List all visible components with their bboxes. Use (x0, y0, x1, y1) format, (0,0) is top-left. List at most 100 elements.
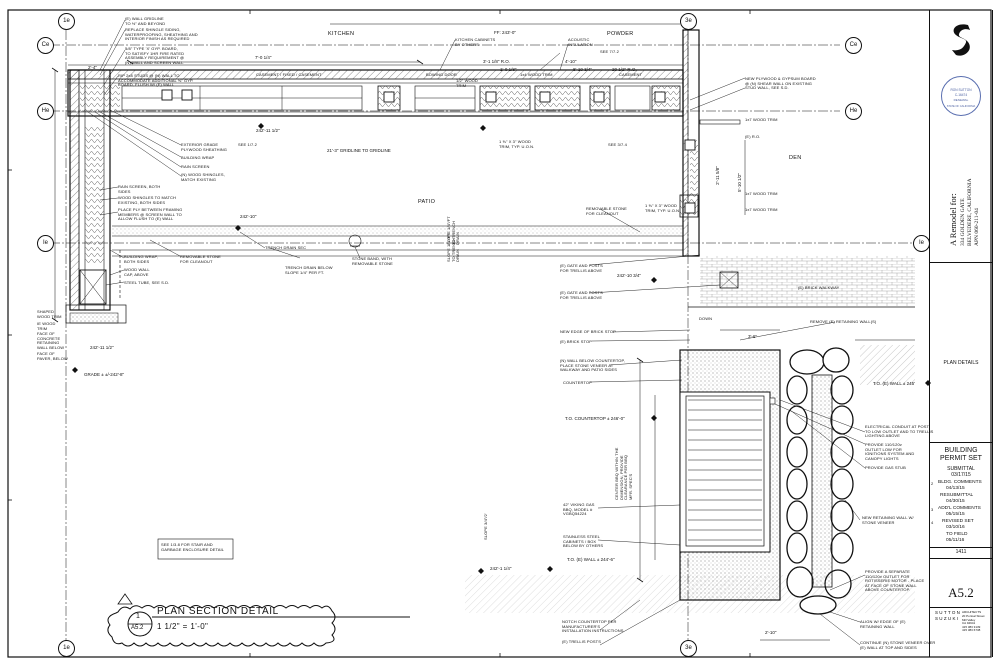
revision-date: 03/10/16 (946, 525, 965, 530)
firm-name-3: ARCHITECTS (962, 610, 982, 614)
note-wood-trim-3: 1 ⅝" X 3" WOOD TRIM, TYP. U.O.N. (499, 139, 535, 149)
revision-date: 05/15/15 (946, 512, 965, 517)
grid-bubble-3e-top: 3e (680, 13, 697, 30)
revision-4: 4 REVISED SET 03/10/16 (930, 519, 992, 532)
address-line-1: 334 GOLDEN GATE (960, 198, 966, 246)
room-label-patio: PATIO (418, 199, 436, 205)
revision-num: 2 (931, 481, 934, 486)
job-number: 1411 (955, 549, 967, 555)
stamp-renewal: RENEWAL (953, 98, 969, 102)
note-shingle-match: WOOD SHINGLES TO MATCH EXISTING, BOTH SI… (118, 195, 176, 205)
note-1-2-trim: 1/2" WOOD TRIM (456, 78, 478, 88)
note-electrical: ELECTRICAL CONDUIT AT POST TO LOW OUTLET… (865, 424, 934, 439)
dim-242-11: 242'-11 1/2" (256, 128, 280, 133)
revision-2: RESUBMITTAL 04/30/15 (930, 493, 992, 506)
revision-date: 05/11/16 (946, 538, 965, 543)
note-ro: (E) R.O. (745, 134, 761, 139)
note-wrap-both: BUILDING WRAP, BOTH SIDES (124, 254, 158, 264)
room-label-kitchen: KITCHEN (328, 31, 355, 37)
note-provide-outlet: PROVIDE 110/120v OUTLET LOW FOR IGNITION… (865, 442, 915, 461)
revision-3: 3 ADD'L COMMENTS 05/15/15 (930, 506, 992, 519)
dim-242-11-b: 242'-11 1/2" (90, 345, 114, 350)
note-e-wall: (E) WALL GRIDLINE TO ½" AND BEYOND (125, 16, 166, 26)
grid-bubble-ie-left: Ie (37, 235, 54, 252)
submittal-label: SUBMITTAL (947, 466, 975, 472)
revision-label: BLDG. COMMENTS (938, 480, 982, 485)
note-1x4-trim: 1x4 WOOD TRIM (520, 72, 553, 77)
firm-name-1: SUTTON (935, 610, 962, 615)
note-face-paver: FACE OF PAVER, BELOW (37, 351, 68, 361)
note-countertop: COUNTERTOP (563, 380, 592, 385)
note-down: DOWN (699, 316, 713, 321)
stamp-number: C-16474 (954, 93, 968, 97)
dim-3-1-8: 3'-1 1/8" R.O. (483, 59, 510, 64)
note-gate-1: (E) GATE AND POSTS FOR TRELLIS ABOVE (560, 263, 603, 273)
dim-4-10: 4'-10" (565, 59, 577, 64)
note-casement: CASEMENT / FIXED / CASEMENT (256, 72, 322, 77)
dim-242-10-3-4: 242'-10 3/4" (617, 273, 641, 278)
firm-logo-icon (946, 22, 976, 58)
note-see-7-7-2: SEE 7/7.2 (600, 49, 619, 54)
revision-label: RESUBMITTAL (940, 493, 974, 498)
dim-21-3: 21'-3" GRIDLINE TO GRIDLINE (327, 148, 391, 153)
note-remove-wall: REMOVE (E) RETAINING WALL(S) (810, 319, 877, 324)
note-1x7-trim-b: 1x7 WOOD TRIM (745, 191, 778, 196)
dim-2-4: 2'-4" (88, 65, 97, 70)
revision-num: 3 (931, 507, 934, 512)
note-new-retaining: NEW RETAINING WALL W/ STONE VENEER (862, 515, 914, 525)
title-sheet-ref: A5.2 (131, 625, 144, 631)
revision-date: 04/13/15 (946, 486, 965, 491)
stamp-state: STATE OF CALIFORNIA (946, 105, 976, 108)
note-notch: NOTCH COUNTERTOP PER MANUFACTURER'S INST… (562, 619, 624, 634)
grid-bubble-ie-right: Ie (913, 235, 930, 252)
drawing-title: PLAN SECTION DETAIL (157, 606, 279, 617)
dim-242-1: 242'-1 1/4" (490, 566, 512, 571)
stamp-name: RON SUTTON (950, 88, 972, 92)
dim-242-10: 242'-10" (240, 214, 257, 219)
note-removable-2: REMOVABLE STONE FOR CLEANOUT (586, 206, 627, 216)
submittal-date: 03/17/15 (951, 472, 971, 478)
note-ie-wood: IE WOOD TRIM (37, 321, 56, 331)
note-stainless: STAINLESS STEEL CABINETS / BOX BELOW BY … (563, 534, 604, 549)
grid-bubble-3e-bottom: 3e (680, 640, 697, 657)
dim-1-0-1-8: 1'-0 1/8" (500, 67, 517, 72)
apn: APN 060-211-04 (974, 208, 980, 246)
note-rain-both: RAIN SCREEN, BOTH SIDES (118, 184, 161, 194)
architect-stamp: RON SUTTON C-16474 RENEWAL STATE OF CALI… (941, 76, 981, 116)
note-continue: CONTINUE (N) STONE VENEER OVER (E) WALL … (860, 640, 936, 650)
note-stud: RIP 2x8 STUDS @ (N) WALL TO ACCOMMODATE … (118, 73, 194, 88)
dim-3-6: 3'-6" (748, 334, 757, 339)
dim-2-11: 2'-11 5/8" (714, 166, 720, 185)
note-shingles: (N) WOOD SHINGLES, MATCH EXISTING (181, 172, 225, 182)
permit-line-2: PERMIT SET (940, 455, 982, 462)
dim-20-1-2: 20 1/2" R.O. (612, 67, 637, 72)
note-slope-3-4: SLOPE 3/4"/2' (483, 513, 488, 540)
grid-bubble-he-left: He (37, 103, 54, 120)
note-ply: PLACE PLY BETWEEN FRAMING MEMBERS @ SCRE… (118, 207, 183, 222)
note-bowing-door: BOWING DOOR (426, 72, 457, 77)
address-line-2: BELVEDERE, CALIFORNIA (967, 178, 973, 246)
note-face-concrete: FACE OF CONCRETE RETAINING WALL BELOW (37, 331, 65, 350)
note-shaped: SHAPED WOOD TRIM (37, 309, 62, 319)
note-see-stair: SEE 1/3.8 FOR STAIR AND GARBAGE ENCLOSUR… (161, 542, 225, 552)
note-wall-below: (N) WALL BELOW COUNTERTOP, PLACE STONE V… (560, 358, 625, 373)
note-trellis-posts: (E) TRELLIS POSTS (562, 639, 601, 644)
note-removable: REMOVABLE STONE FOR CLEANOUT (180, 254, 221, 264)
revision-label: REVISED SET (942, 519, 974, 524)
note-new-plywood: NEW PLYWOOD & GYPSUM BOARD @ (N) SHEAR W… (745, 76, 816, 91)
note-rain: RAIN SCREEN (181, 164, 210, 169)
firm-address: 20 Portoal Street Mill Valley CA 94941 4… (962, 614, 985, 633)
room-label-den: DEN (789, 155, 802, 161)
note-gate-2: (E) GATE AND POSTS FOR TRELLIS ABOVE (560, 290, 603, 300)
note-gyp: 5/8" TYPE 'X' GYP. BOARD, TO SATISFY 1HR… (125, 46, 185, 65)
dim-10-3-4: 8'-10 3/4" (573, 67, 592, 72)
revision-list: 2 BLDG. COMMENTS 04/13/15 RESUBMITTAL 04… (930, 480, 992, 545)
note-wood-wall: WOOD WALL CAP, ABOVE (124, 267, 150, 277)
dim-to-countertop: T.O. COUNTERTOP ± 246'-0" (565, 416, 625, 421)
note-steel: STEEL TUBE, SEE S.D. (124, 280, 170, 285)
dim-ff-243: FF: 243'-0" (494, 30, 516, 35)
firm-name-2: SUZUKI (935, 616, 960, 621)
remodel-heading: A Remodel for: (948, 193, 958, 246)
note-exterior: EXTERIOR GRADE PLYWOOD SHEATHING (181, 142, 228, 152)
